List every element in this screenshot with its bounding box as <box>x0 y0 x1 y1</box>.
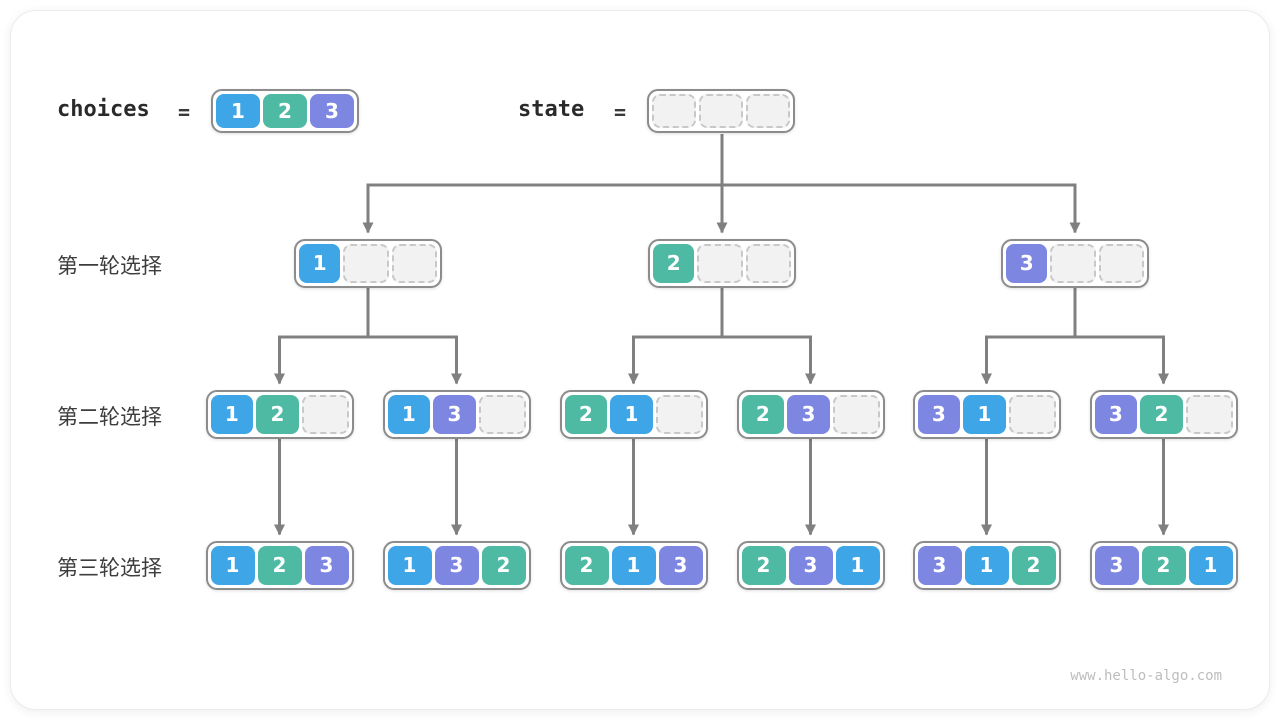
cell-1: 1 <box>216 94 260 128</box>
cell-3: 3 <box>1006 243 1048 283</box>
empty-cell <box>301 394 349 434</box>
empty-cell <box>655 394 703 434</box>
cell-1: 1 <box>964 545 1009 585</box>
cell-3: 3 <box>433 394 476 434</box>
cell-2: 2 <box>741 394 785 434</box>
cell-2: 2 <box>256 394 299 434</box>
cell-2: 2 <box>481 545 526 585</box>
choices-equals: = <box>178 100 191 124</box>
empty-cell <box>391 243 437 283</box>
cell-1: 1 <box>387 545 432 585</box>
empty-cell <box>832 394 880 434</box>
cell-3: 3 <box>917 394 961 434</box>
cell-1: 1 <box>299 243 341 283</box>
empty-cell <box>1050 243 1096 283</box>
cell-2: 2 <box>741 545 786 585</box>
cell-2: 2 <box>1140 394 1183 434</box>
cell-3: 3 <box>310 94 354 128</box>
cell-3: 3 <box>434 545 479 585</box>
cell-1: 1 <box>611 545 656 585</box>
empty-cell <box>746 94 790 128</box>
state-label: state <box>518 97 585 122</box>
cell-2: 2 <box>564 545 609 585</box>
cell-2: 2 <box>1011 545 1056 585</box>
cell-3: 3 <box>1094 545 1139 585</box>
cell-1: 1 <box>963 394 1006 434</box>
state-equals: = <box>614 100 627 124</box>
row-label-round-2: 第二轮选择 <box>57 405 162 429</box>
cell-2: 2 <box>263 94 307 128</box>
empty-cell <box>699 94 743 128</box>
empty-cell <box>343 243 389 283</box>
empty-cell <box>1185 394 1233 434</box>
cell-3: 3 <box>788 545 833 585</box>
row-label-round-1: 第一轮选择 <box>57 254 162 278</box>
cell-1: 1 <box>210 545 255 585</box>
empty-cell <box>697 243 743 283</box>
empty-cell <box>478 394 526 434</box>
row-label-round-3: 第三轮选择 <box>57 556 162 580</box>
empty-cell <box>652 94 696 128</box>
cell-1: 1 <box>210 394 254 434</box>
cell-2: 2 <box>257 545 302 585</box>
state-node-r1-2: 2 <box>648 238 796 288</box>
cell-3: 3 <box>1094 394 1138 434</box>
empty-cell <box>1098 243 1144 283</box>
state-box <box>647 89 795 133</box>
choices-label: choices <box>57 97 150 122</box>
cell-1: 1 <box>835 545 880 585</box>
empty-cell <box>1008 394 1056 434</box>
cell-3: 3 <box>304 545 349 585</box>
cell-3: 3 <box>917 545 962 585</box>
watermark: www.hello-algo.com <box>1070 668 1222 684</box>
cell-1: 1 <box>1188 545 1233 585</box>
empty-cell <box>745 243 791 283</box>
state-node-r1-3: 3 <box>1001 238 1149 288</box>
cell-3: 3 <box>658 545 703 585</box>
state-node-r1-1: 1 <box>294 238 442 288</box>
cell-2: 2 <box>653 243 695 283</box>
cell-1: 1 <box>387 394 431 434</box>
cell-2: 2 <box>1141 545 1186 585</box>
cell-1: 1 <box>610 394 653 434</box>
canvas-card <box>10 10 1270 710</box>
cell-3: 3 <box>787 394 830 434</box>
cell-2: 2 <box>564 394 608 434</box>
